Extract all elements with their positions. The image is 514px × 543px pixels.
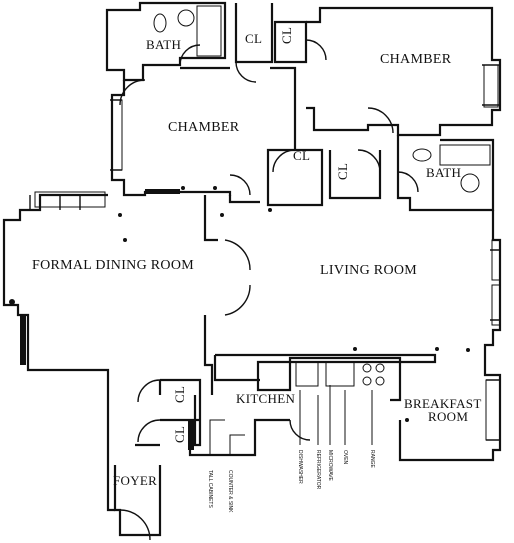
oven: [325, 361, 355, 387]
burner-2: [375, 363, 385, 373]
foyer-column: [188, 420, 194, 450]
bath-right-tub: [439, 144, 491, 166]
room-label-bath-right: BATH: [426, 165, 462, 180]
door-dining-living-2: [224, 284, 251, 316]
outlet-5: [268, 208, 272, 212]
door-kitchen: [289, 419, 311, 441]
room-label-breakfast-1: BREAKFAST: [404, 396, 482, 411]
room-label-kitchen: KITCHEN: [236, 391, 296, 406]
room-label-foyer: FOYER: [113, 473, 158, 488]
room-label-chamber-right: CHAMBER: [380, 52, 452, 67]
door-closet-mid1: [272, 149, 296, 173]
chimney-mark: [145, 189, 180, 194]
outlet-7: [435, 347, 439, 351]
outlet-1: [181, 186, 185, 190]
door-closet-mid2: [357, 149, 381, 173]
dining-column: [20, 315, 26, 365]
door-chamber-right: [367, 107, 394, 134]
window-living-2: [491, 284, 501, 326]
closet-top-walls: [234, 3, 308, 64]
window-marks: [29, 64, 500, 441]
window-right-chamber: [483, 64, 499, 108]
outlet-6: [353, 347, 357, 351]
room-label-chamber-left: CHAMBER: [168, 120, 240, 135]
door-foyer-cl2: [137, 419, 161, 443]
door-foyer-entry: [119, 509, 151, 541]
window-left-chamber: [111, 99, 123, 171]
door-chamber-left: [119, 79, 146, 106]
room-label-closet-foyer1: CL: [172, 385, 187, 403]
door-chamber-left-2: [229, 174, 251, 196]
appliance-label-microwave: MICROWAVE: [327, 450, 333, 481]
appliance-label-dishwasher: DISHWASHER: [297, 450, 303, 484]
room-label-closet-foyer2: CL: [172, 425, 187, 443]
room-label-closet-top2: CL: [279, 26, 294, 44]
sink: [295, 361, 319, 387]
room-label-closet-mid1: CL: [293, 148, 311, 163]
window-living-1: [491, 239, 501, 281]
door-closet-top1: [235, 61, 257, 83]
outlet-10: [123, 238, 127, 242]
bath-right-sink: [460, 173, 480, 193]
appliance-label-oven: OVEN: [342, 450, 348, 465]
outlet-3: [118, 213, 122, 217]
room-label-living-room: LIVING ROOM: [320, 263, 418, 278]
appliance-label-refrigerator: REFRIGERATOR: [315, 450, 321, 490]
outlet-11: [9, 299, 15, 305]
bath-top-tub: [196, 5, 222, 57]
door-bath-top: [179, 44, 201, 66]
appliance-pointers: [209, 385, 373, 455]
room-label-bath-top: BATH: [146, 37, 182, 52]
burner-1: [362, 363, 372, 373]
room-label-closet-mid2: CL: [335, 162, 350, 180]
burner-4: [375, 376, 385, 386]
bath-top-toilet: [153, 13, 167, 33]
closet-mid-walls: [266, 148, 382, 207]
bath-right-walls: [396, 135, 495, 212]
kitchen-counter: [213, 353, 437, 402]
door-closet-top2: [305, 39, 327, 61]
foyer-walls: [113, 465, 162, 537]
outlet-9: [405, 418, 409, 422]
outlet-4: [220, 213, 224, 217]
chamber-right-walls: [306, 6, 502, 137]
door-bath-right: [397, 171, 419, 193]
chamber-left-walls: [110, 66, 297, 197]
appliance-label-range: RANGE: [369, 450, 375, 468]
room-label-formal-dining: FORMAL DINING ROOM: [32, 258, 194, 273]
appliance-label-tall-cabinets: TALL CABINETS: [207, 470, 213, 508]
window-dining: [34, 191, 106, 208]
room-label-closet-top1: CL: [245, 31, 263, 46]
dining-walls: [2, 193, 115, 512]
outlet-8: [466, 348, 470, 352]
bath-right-toilet: [412, 148, 432, 162]
door-foyer-cl1: [137, 379, 161, 403]
outlet-2: [213, 186, 217, 190]
appliance-label-counter-sink: COUNTER & SINK: [227, 470, 233, 513]
door-dining-living-1: [224, 239, 251, 271]
interior-walls: [203, 195, 260, 395]
burner-3: [362, 376, 372, 386]
bath-top-sink: [177, 9, 195, 27]
window-breakfast: [485, 379, 501, 441]
room-label-breakfast-2: ROOM: [428, 409, 469, 424]
